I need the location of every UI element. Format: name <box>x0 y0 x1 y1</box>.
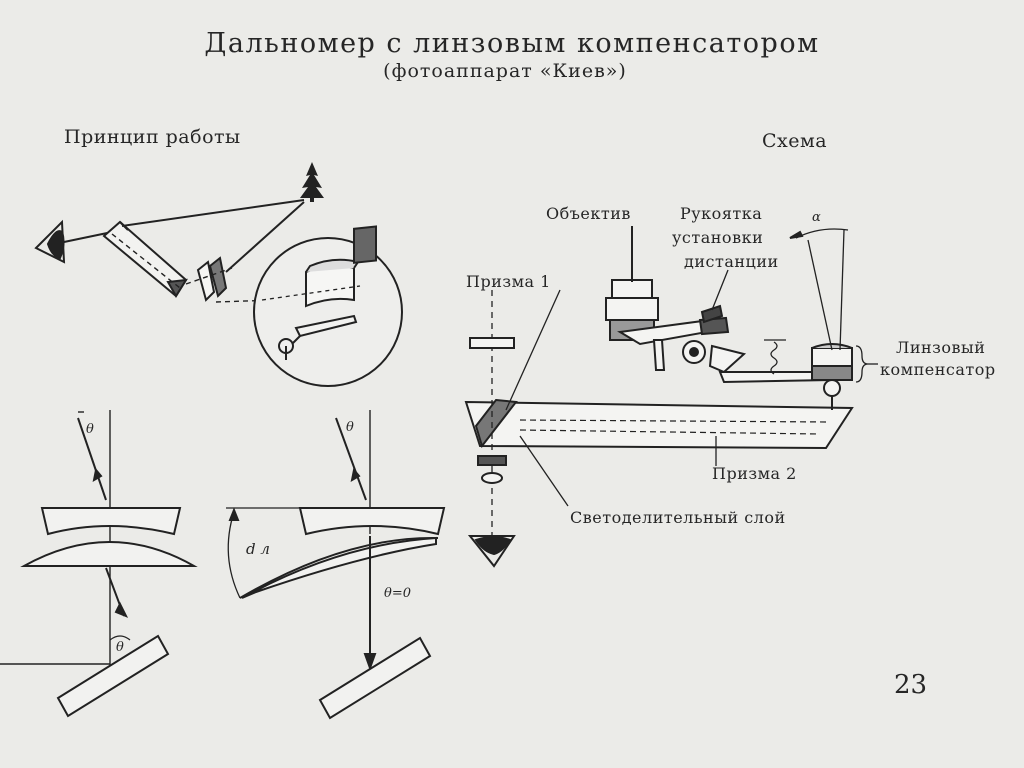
slide-subtitle: (фотоаппарат «Киев») <box>383 60 627 82</box>
lens-pair-small <box>185 256 233 302</box>
theta-label-right-top: θ <box>346 420 354 435</box>
prism-1 <box>469 337 515 349</box>
prism-1-label: Призма 1 <box>466 272 551 291</box>
ray-upper <box>121 199 305 227</box>
d-lens-label: d л <box>246 540 270 558</box>
principle-overview <box>34 162 403 387</box>
principle-case-theta-zero <box>226 410 446 720</box>
slide-title: Дальномер с линзовым компенсатором <box>204 28 820 59</box>
scheme-drawing <box>464 226 878 568</box>
magnified-detail <box>253 225 403 387</box>
principle-heading: Принцип работы <box>64 126 241 148</box>
theta-label-left-top: θ <box>86 422 94 437</box>
page-number: 23 <box>894 670 928 700</box>
theta-zero-label: θ=0 <box>384 586 411 601</box>
tree-icon <box>300 162 324 202</box>
prism-long <box>102 220 188 298</box>
beam-splitter-label: Светоделительный слой <box>570 508 786 527</box>
objective-lens <box>605 226 659 341</box>
prism-2 <box>464 400 854 450</box>
handle-label-3: дистанции <box>684 252 779 271</box>
sight-line <box>63 231 113 243</box>
handle-label-2: установки <box>672 228 764 247</box>
principle-case-theta <box>0 410 198 718</box>
lens-compensator <box>811 343 878 410</box>
handle-label-1: Рукоятка <box>680 204 763 223</box>
lens-compensator-label-1: Линзовый <box>896 338 986 357</box>
objective-label: Объектив <box>546 204 631 223</box>
theta-label-left-bottom: θ <box>116 640 124 655</box>
eye-icon-bottom <box>467 535 516 568</box>
lens-compensator-label-2: компенсатор <box>880 360 996 379</box>
prism-2-label: Призма 2 <box>712 464 797 483</box>
alpha-label: α <box>812 210 821 225</box>
scheme-heading: Схема <box>762 130 828 152</box>
eye-icon <box>34 219 66 264</box>
ray-lower <box>225 201 305 273</box>
